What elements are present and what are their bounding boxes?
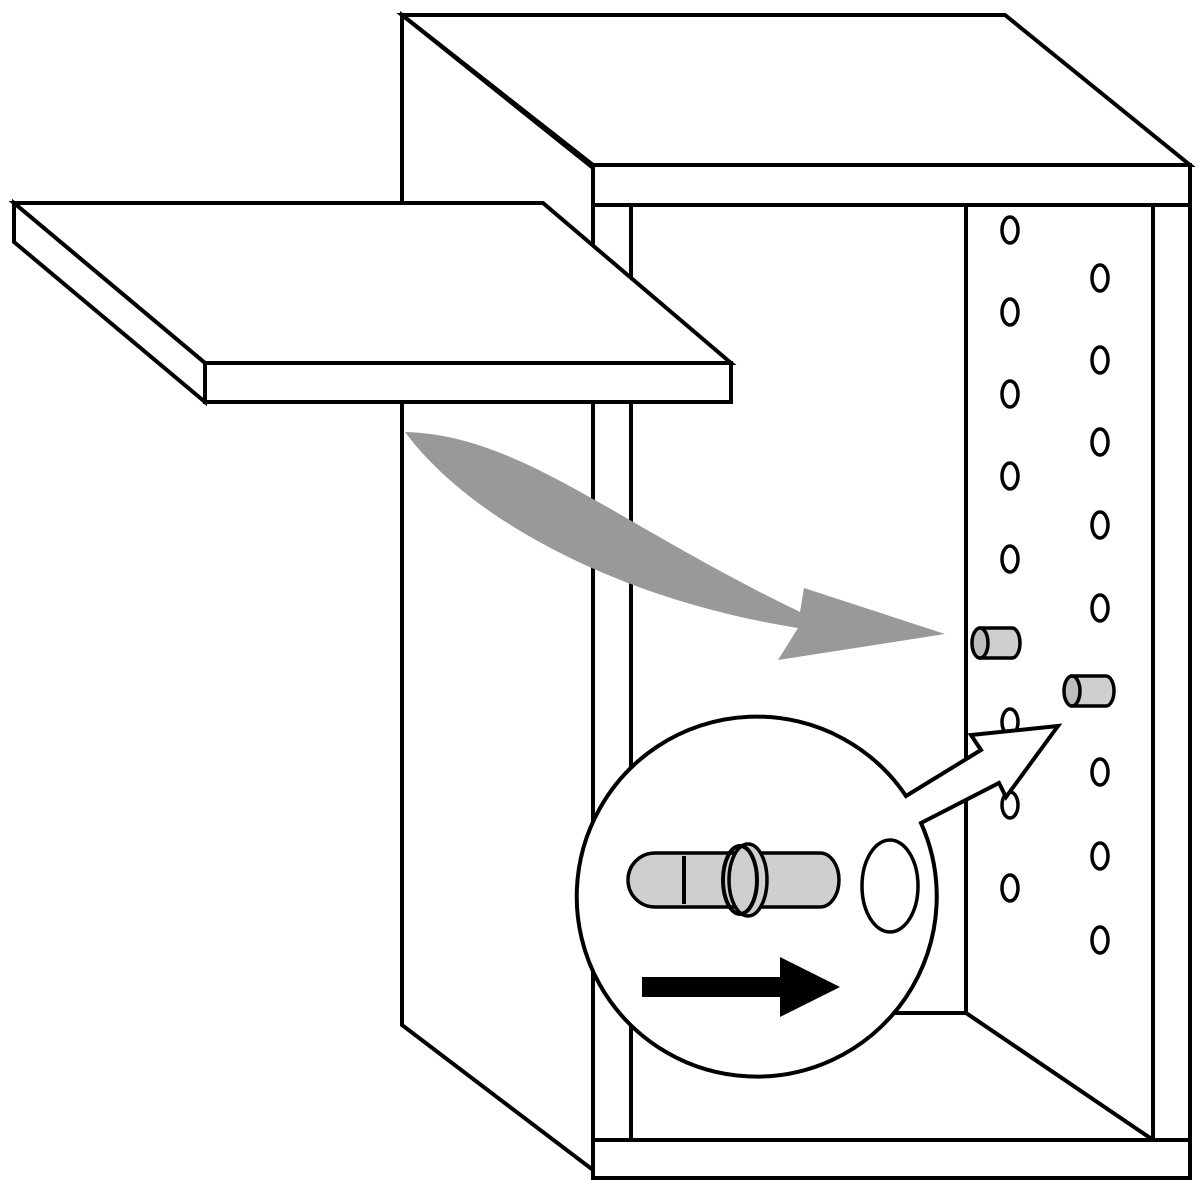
detail-callout [574, 714, 1063, 1079]
shelf-pin-rear [1062, 674, 1116, 708]
shelf-pin-front [970, 626, 1022, 660]
pin-hole [1090, 345, 1110, 375]
pin-hole-detail [860, 838, 920, 934]
pin-hole [1090, 925, 1110, 955]
cabinet-left-side [400, 10, 595, 1175]
pin-hole [1090, 757, 1110, 787]
right-arrow-icon [642, 957, 840, 1017]
cabinet-right-inner-wall [964, 203, 1155, 1144]
pin-hole [1090, 593, 1110, 623]
shelf-board [8, 198, 737, 407]
pin-hole [1090, 263, 1110, 293]
pin-hole [1000, 297, 1020, 327]
pin-hole [1090, 427, 1110, 457]
shelf-pin-icon [626, 842, 841, 918]
pin-hole [1000, 461, 1020, 491]
cabinet-top-front-edge [591, 163, 1192, 207]
shelf-front-edge [203, 361, 733, 404]
cabinet-bottom-front-edge [591, 1138, 1192, 1180]
pin-hole [1000, 873, 1020, 903]
pin-hole [1090, 510, 1110, 540]
curved-arrow-icon [405, 432, 945, 660]
pin-hole [1000, 215, 1020, 245]
cabinet-right-front-edge [1151, 203, 1192, 1142]
pin-hole [1000, 379, 1020, 409]
pin-hole [1090, 841, 1110, 871]
pin-hole [1000, 544, 1020, 574]
